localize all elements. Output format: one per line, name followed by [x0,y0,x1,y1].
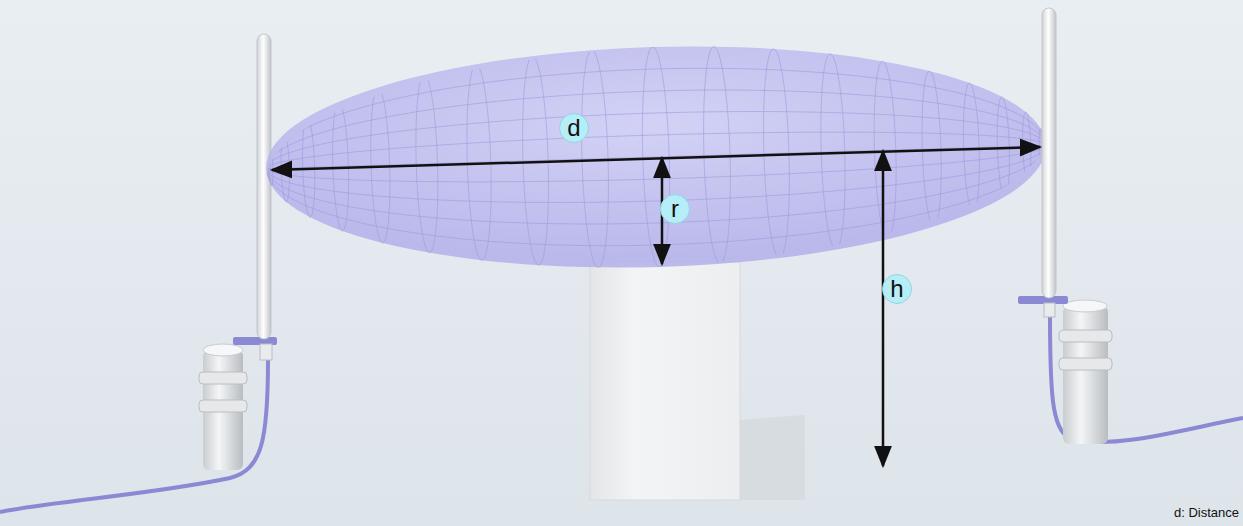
mount-cylinder-top [203,344,243,356]
grid-line [414,75,441,254]
antenna-bracket [1018,296,1068,304]
height-arrow [882,151,885,466]
callout-circle: d [559,113,589,143]
grid-line [331,102,350,232]
mount-clamp [1059,358,1112,370]
grid-line [280,134,290,202]
mount-clamp [1059,330,1112,342]
grid-line [264,79,1046,168]
fresnel-grid [263,35,1049,278]
mount-clamp [199,400,247,412]
fresnel-zone [263,35,1049,278]
grid-line [264,57,1046,168]
callout-letter: d [567,116,580,140]
antenna-connector [1044,303,1055,317]
grid-line [266,145,1048,256]
antenna-pole [257,34,271,339]
grid-line [266,145,1047,212]
grid-line [266,123,1046,168]
box-shadow [740,415,805,500]
grid-line [369,87,392,243]
legend-note: d: Distance [1174,505,1239,520]
callout-circle: h [882,274,912,304]
grid-line [301,117,316,217]
obstacle-box [590,262,740,500]
grid-line [266,145,1046,190]
callout-letter: r [671,197,679,221]
mount-cylinder [1063,306,1108,444]
callout-letter: h [890,277,903,301]
distance-arrow [272,147,1040,170]
grid-line [266,145,1046,168]
antenna-pole [1042,8,1056,298]
callout-circle: r [660,194,690,224]
grid-line [266,145,1048,234]
antenna-connector [260,344,272,360]
grid-line [268,151,273,186]
mount-clamp [199,372,247,384]
grid-line [1022,112,1032,180]
mount-cylinder-top [1063,300,1107,312]
